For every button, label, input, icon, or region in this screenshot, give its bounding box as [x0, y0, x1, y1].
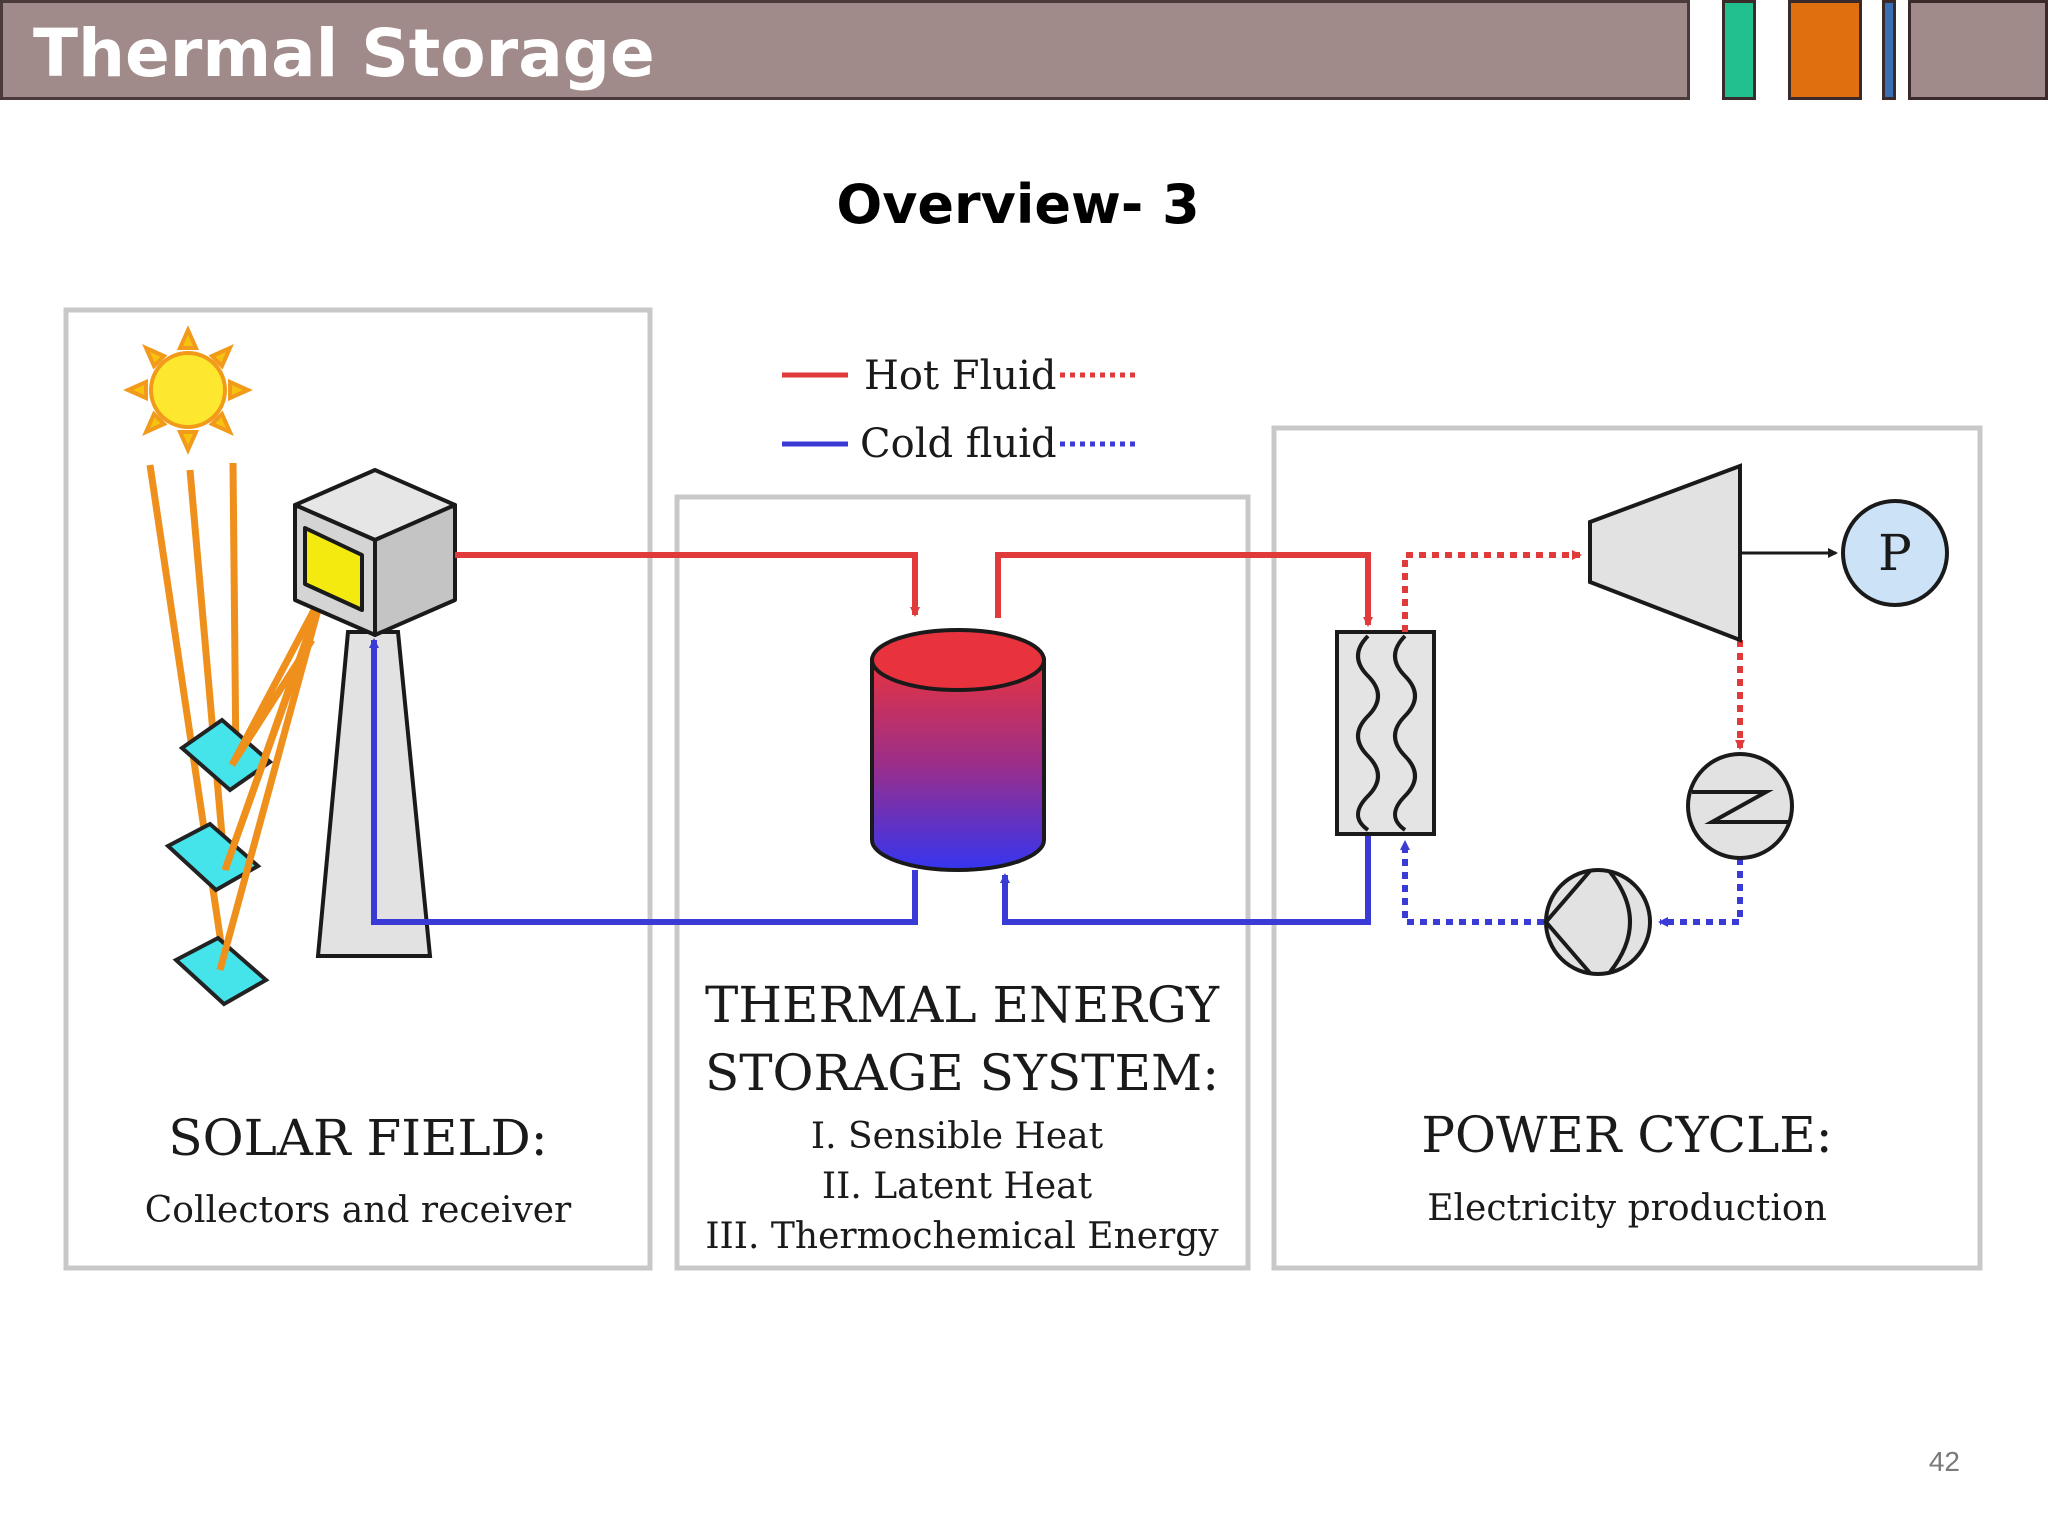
receiver-cube [293, 468, 457, 637]
hot-pipe-receiver-to-tank [455, 552, 920, 617]
power-cycle-subtitle: Electricity production [1427, 1188, 1827, 1229]
hot-pipe-tank-to-exchanger [995, 552, 1373, 627]
slide-header-bar: Thermal Storage [0, 0, 1690, 100]
reflected-rays [216, 593, 326, 971]
slide-title: Thermal Storage [33, 15, 655, 92]
storage-title-line2: STORAGE SYSTEM: [705, 1044, 1219, 1102]
solar-field-subtitle: Collectors and receiver [145, 1190, 572, 1231]
header-accent-teal [1722, 0, 1756, 100]
header-accent-end [1908, 0, 2048, 100]
header-accent-blue [1882, 0, 1896, 100]
slide-subtitle: Overview- 3 [836, 173, 1200, 236]
legend-cold-label: Cold fluid [860, 421, 1057, 467]
page-number: 42 [1928, 1446, 1960, 1477]
heliostat-mirrors [164, 717, 274, 1007]
header-accent-orange [1788, 0, 1862, 100]
condenser-icon [1686, 752, 1794, 860]
storage-tank [870, 628, 1046, 872]
storage-title-line1: THERMAL ENERGY [705, 976, 1220, 1034]
legend: Hot Fluid Cold fluid [782, 353, 1138, 467]
storage-item-sensible: I. Sensible Heat [811, 1116, 1104, 1157]
legend-hot-label: Hot Fluid [864, 353, 1056, 399]
storage-item-thermochemical: III. Thermochemical Energy [705, 1216, 1219, 1257]
generator-icon: P [1841, 499, 1949, 607]
heat-exchanger [1335, 630, 1436, 836]
cold-dotted-condenser-to-pump [1658, 858, 1743, 927]
cold-pipe-tank-to-receiver [369, 638, 918, 925]
power-cycle-title: POWER CYCLE: [1421, 1106, 1832, 1164]
cold-pipe-exchanger-to-tank [1000, 836, 1371, 925]
pump-icon [1543, 868, 1652, 976]
turbine-icon [1588, 463, 1742, 643]
generator-label: P [1878, 524, 1912, 582]
sun-icon [123, 325, 253, 455]
storage-frame [674, 494, 1251, 1271]
solar-field-frame [63, 307, 653, 1271]
solar-field-title: SOLAR FIELD: [168, 1109, 547, 1167]
storage-item-latent: II. Latent Heat [822, 1166, 1093, 1207]
